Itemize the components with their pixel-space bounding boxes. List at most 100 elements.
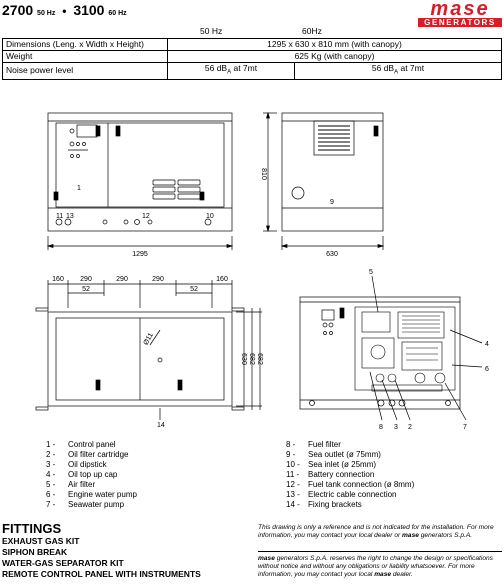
table-row: Noise power level 56 dBA at 7mt 56 dBA a… [2, 62, 502, 80]
logo-sub: GENERATORS [418, 18, 502, 27]
legend-text: Fuel tank connection (ø 8mm) [308, 480, 415, 489]
note-text: dealer. [391, 571, 413, 578]
list-item: 9 - Sea outlet (ø 75mm) [286, 450, 414, 460]
noise-suffix: at 7mt [231, 63, 258, 73]
list-item: 10 -Sea inlet (ø 25mm) [286, 460, 414, 470]
legend-text: Battery connection [308, 470, 375, 479]
noise-suffix: at 7mt [398, 63, 425, 73]
callout-5: 5 [369, 269, 373, 276]
legend-num: 11 - [286, 470, 300, 479]
legend-text: Fuel filter [308, 440, 341, 449]
rights-note: mase generators S.p.A. reserves the righ… [258, 555, 502, 579]
bullet: • [62, 4, 67, 18]
sea-outlet [291, 186, 305, 200]
vent-grille [152, 179, 201, 200]
noise-unit-sub: A [227, 69, 232, 76]
legend-num: 9 - [286, 450, 296, 459]
table-row: Dimensions (Leng. x Width x Height) 1295… [2, 38, 502, 51]
list-item: 2 -Oil filter cartridge [46, 450, 137, 460]
callout-1: 1 [77, 185, 81, 192]
legend-text: Electric cable connection [308, 490, 397, 499]
legend-text: Seawater pump [68, 500, 125, 509]
side-vent [313, 120, 355, 156]
dim-length: 1295 [132, 251, 148, 258]
legend-text: Air filter [68, 480, 96, 489]
legend-text: Control panel [68, 440, 116, 449]
dimension-labels: 1295 630 810 160 290 290 290 160 52 52 Ø… [52, 168, 489, 431]
legend-num: 7 - [46, 500, 56, 509]
fittings-title: FITTINGS [2, 521, 62, 536]
dim-682-a: 682 [248, 353, 255, 365]
plan-view [35, 280, 262, 420]
divider [258, 551, 502, 552]
legend-text: Oil top up cap [68, 470, 118, 479]
legend-num: 12 - [286, 480, 300, 489]
list-item: WATER-GAS SEPARATOR KIT [2, 558, 124, 568]
legend-text: Oil dipstick [68, 460, 107, 469]
callout-8: 8 [379, 424, 383, 431]
note-text: generators S.p.A. [418, 532, 473, 539]
callout-12: 12 [142, 213, 150, 220]
legend-num: 8 - [286, 440, 296, 449]
callout-3: 3 [394, 424, 398, 431]
legend-num: 1 - [46, 440, 56, 449]
dim-290c: 290 [152, 276, 164, 283]
disclaimer-note: This drawing is only a reference and is … [258, 524, 502, 540]
legend-text: Engine water pump [68, 490, 137, 499]
list-item: 12 - Fuel tank connection (ø 8mm) [286, 480, 414, 490]
list-item: 3 - Oil dipstick [46, 460, 137, 470]
list-item: 6 -Engine water pump [46, 490, 137, 500]
note-text: This drawing is only a reference and is … [258, 524, 494, 539]
fittings-list: EXHAUST GAS KIT SIPHON BREAK WATER-GAS S… [2, 536, 201, 580]
side-view [263, 111, 385, 250]
list-item: 4 - Oil top up cap [46, 470, 137, 480]
brand-name: mase [374, 571, 392, 578]
model-2700: 2700 [2, 2, 34, 18]
dim-160a: 160 [52, 276, 64, 283]
list-item: REMOTE CONTROL PANEL WITH INSTRUMENTS [2, 569, 201, 579]
callout-7: 7 [463, 424, 467, 431]
legend-num: 5 - [46, 480, 56, 489]
open-view [299, 275, 483, 421]
dim-290b: 290 [116, 276, 128, 283]
plan-canopy [47, 311, 233, 407]
model-title: 2700 50 Hz • 3100 60 Hz [2, 2, 127, 18]
dim-height: 810 [260, 168, 267, 180]
legend-num: 13 - [286, 490, 300, 499]
legend-text: Fixing brackets [308, 500, 362, 509]
logo-word: mase [430, 0, 490, 20]
front-canopy [47, 112, 233, 232]
front-view [46, 112, 234, 250]
table-row: Weight 625 Kg (with canopy) [2, 50, 502, 63]
dim-290a: 290 [80, 276, 92, 283]
freq-50: 50 Hz [37, 10, 56, 17]
legend-left: 1 - Control panel 2 -Oil filter cartridge… [46, 440, 137, 510]
noise-50-value: 56 dB [204, 63, 228, 73]
list-item: SIPHON BREAK [2, 547, 68, 557]
brand-name: mase [258, 555, 275, 562]
note-text: generators S.p.A. reserves the right to … [258, 555, 493, 578]
callout-4: 4 [485, 341, 489, 348]
legend-right: 8 - Fuel filter 9 - Sea outlet (ø 75mm) 10… [286, 440, 414, 510]
list-item: 8 - Fuel filter [286, 440, 414, 450]
legend-num: 4 - [46, 470, 56, 479]
side-canopy [281, 112, 384, 232]
gauge-icon [69, 128, 75, 134]
legend-num: 14 - [286, 500, 300, 509]
dim-width: 630 [326, 251, 338, 258]
dim-682-b: 682 [256, 353, 263, 365]
legend-text: Sea outlet (ø 75mm) [308, 450, 381, 459]
legend-text: Oil filter cartridge [68, 450, 129, 459]
callout-11: 11 [56, 213, 63, 220]
mase-logo: mase GENERATORS [418, 0, 502, 27]
callout-9: 9 [330, 199, 334, 206]
noise-60: 56 dBA at 7mt [294, 62, 502, 80]
latch-icon [95, 125, 101, 137]
brand-name: mase [402, 532, 419, 539]
col-head-50: 50 Hz [200, 26, 223, 36]
legend-num: 3 - [46, 460, 56, 469]
list-item: 5 - Air filter [46, 480, 137, 490]
spec-value: 625 Kg (with canopy) [167, 50, 502, 63]
latch-icon [115, 125, 121, 137]
